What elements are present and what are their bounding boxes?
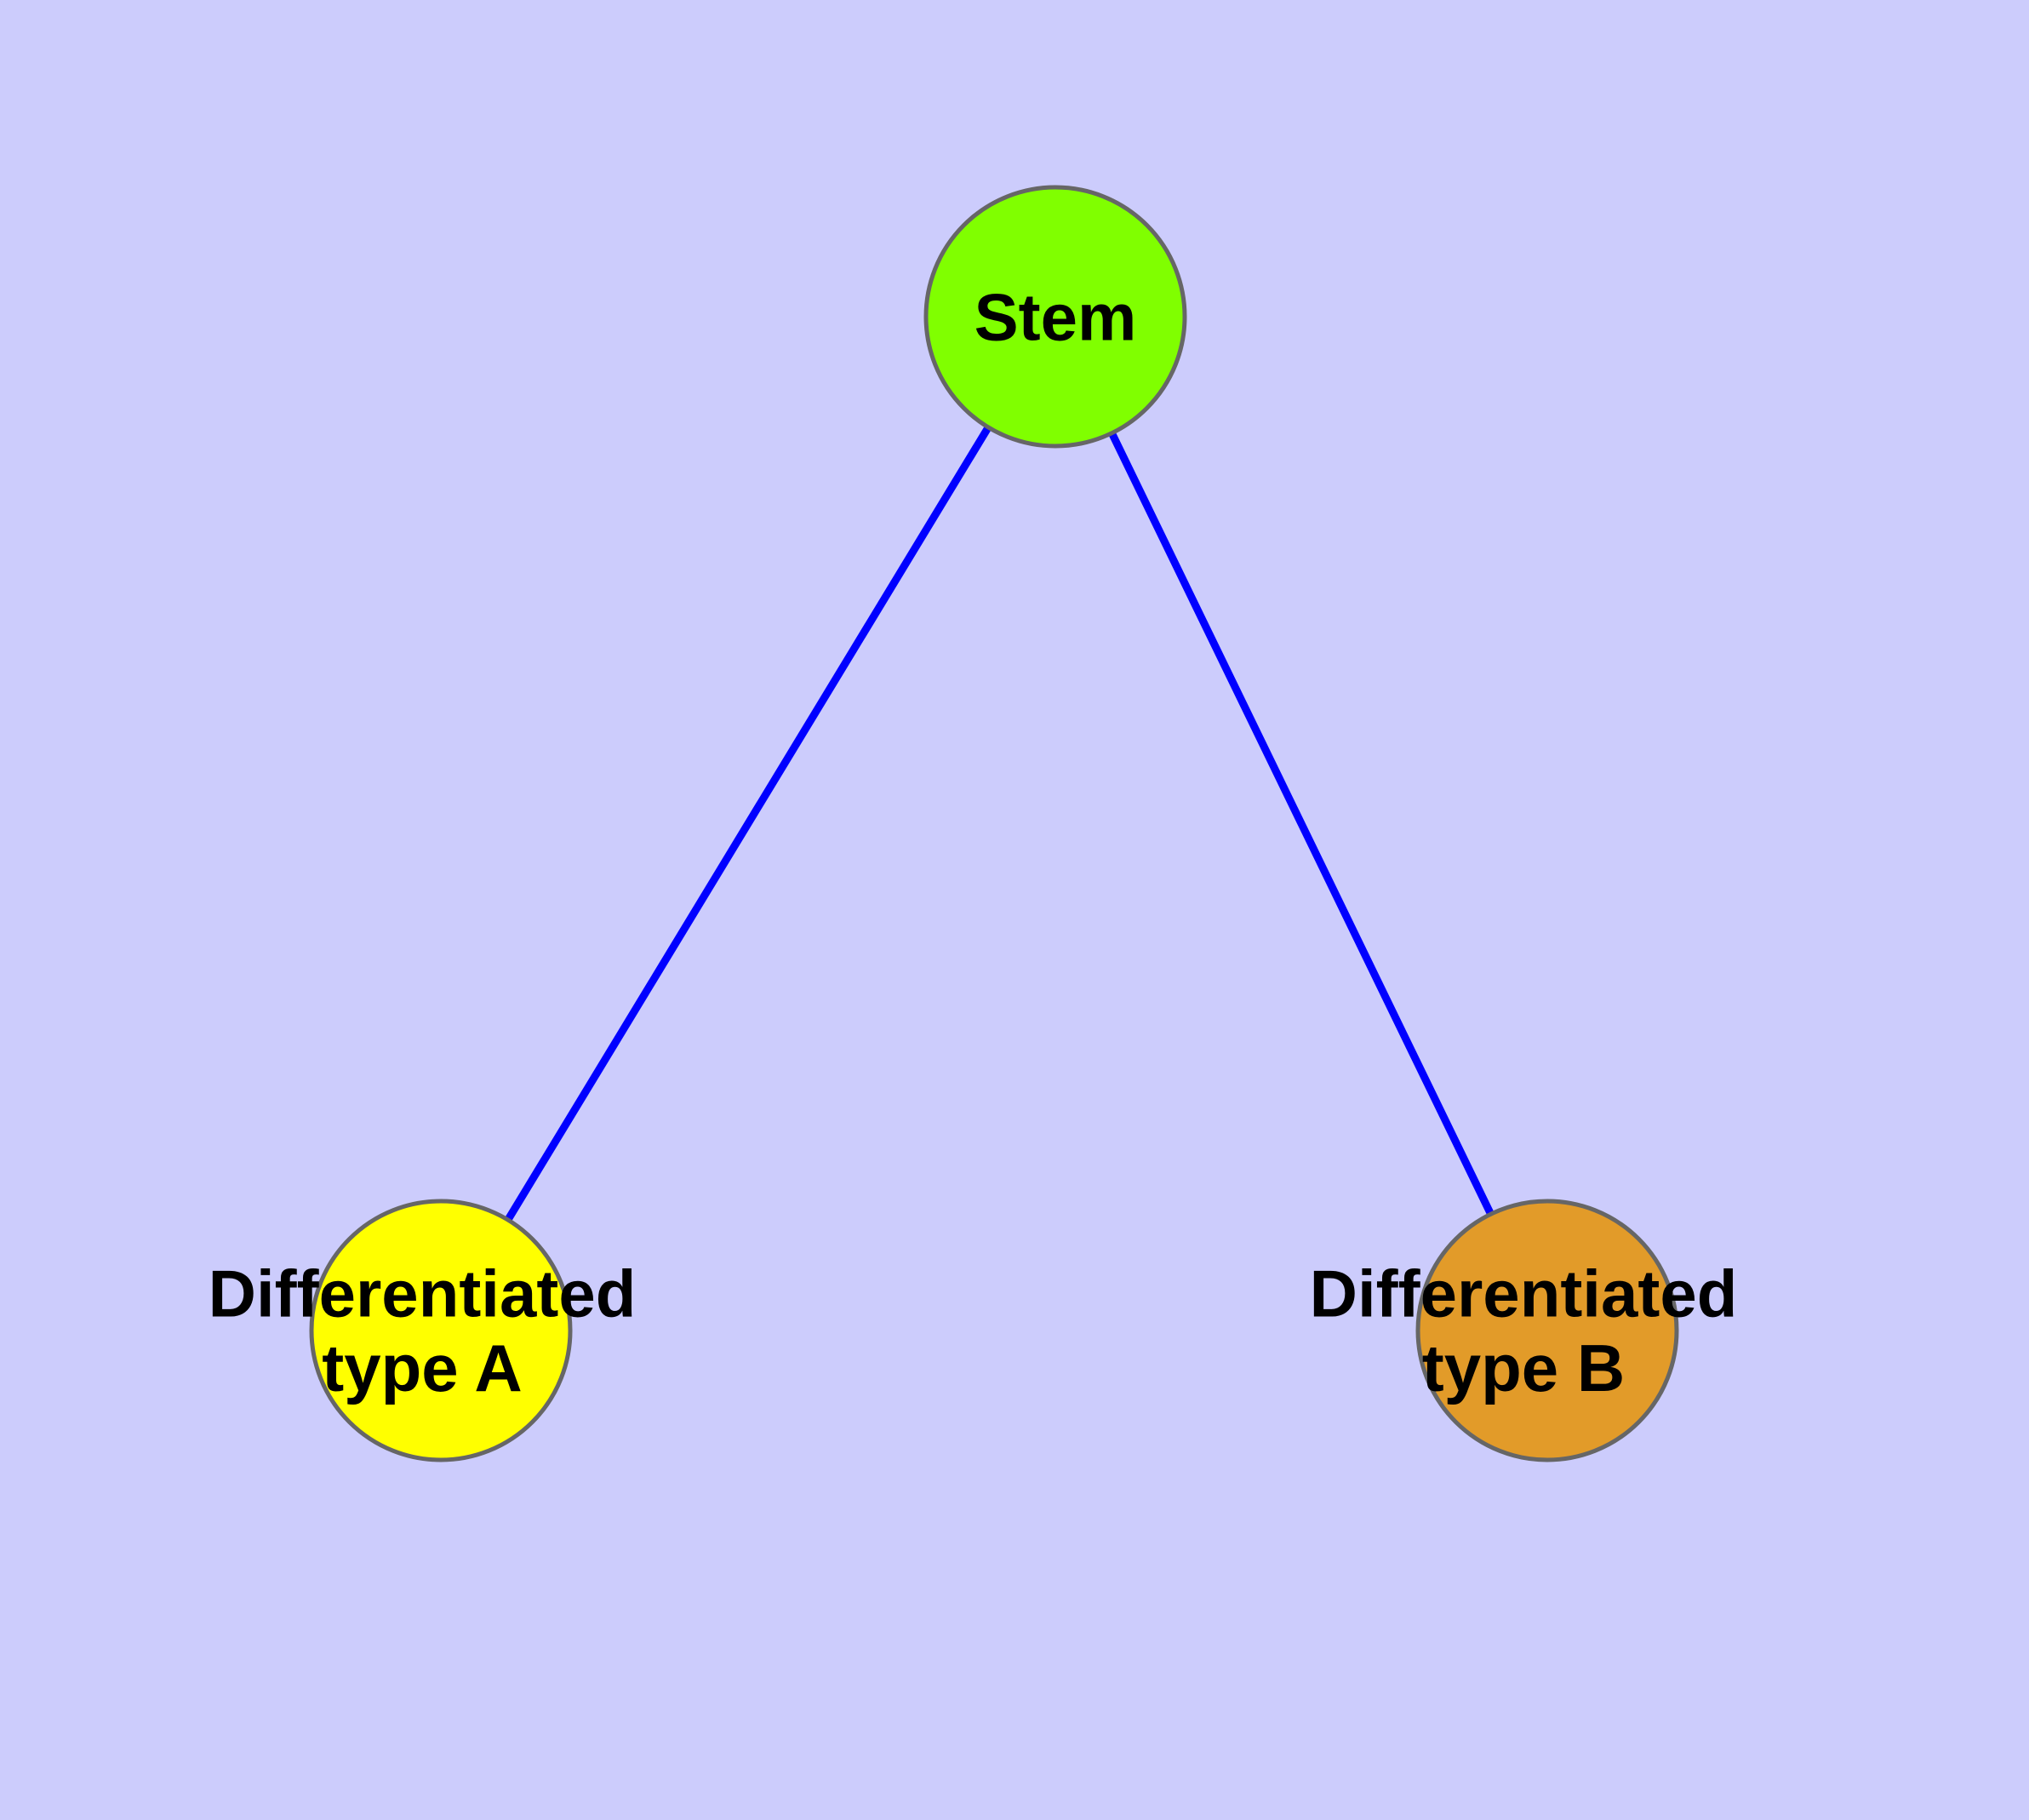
node-label-line: type B — [1422, 1331, 1625, 1405]
nodes-layer — [309, 185, 1679, 1462]
edge-stem-to-differentiated-type-a[interactable] — [437, 314, 1059, 1333]
node-label-line: Differentiated — [1310, 1256, 1738, 1331]
node-label-stem: Stem — [974, 279, 1137, 354]
node-differentiated-type-a[interactable] — [309, 1199, 573, 1462]
edge-stem-to-differentiated-type-b[interactable] — [1051, 315, 1552, 1332]
node-label-line: type A — [322, 1331, 523, 1405]
node-differentiated-type-b[interactable] — [1415, 1199, 1679, 1462]
edges-layer — [437, 314, 1552, 1333]
node-label-line: Stem — [974, 279, 1137, 354]
node-label-line: Differentiated — [209, 1256, 637, 1331]
node-stem[interactable] — [923, 185, 1187, 449]
